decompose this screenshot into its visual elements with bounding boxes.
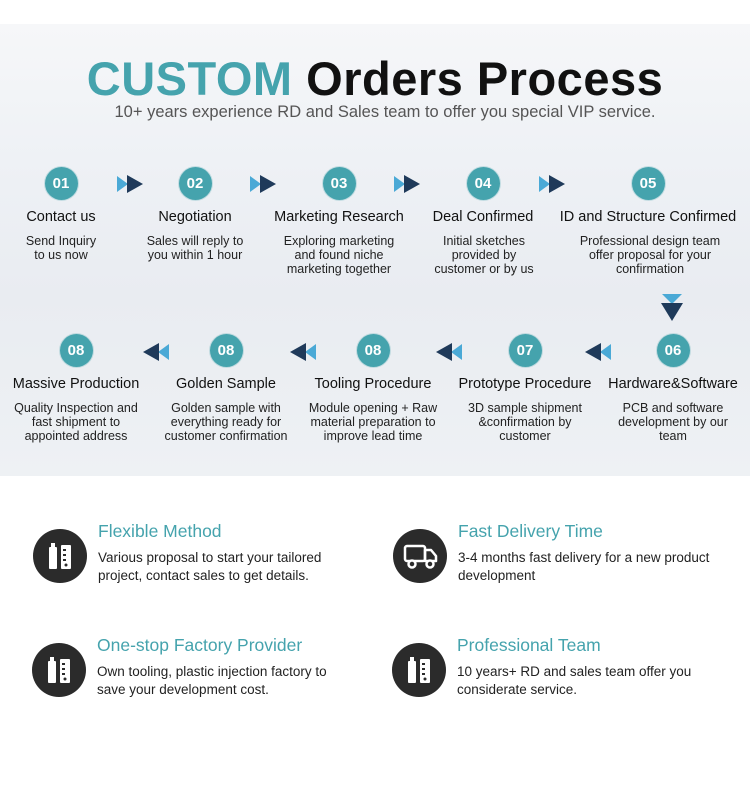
benefit-one-stop-factory: One-stop Factory Provider Own tooling, p… xyxy=(32,635,372,703)
step-desc: Sales will reply to you within 1 hour xyxy=(146,234,244,262)
step-name: Marketing Research xyxy=(274,209,404,225)
arrow-left-icon xyxy=(436,343,462,361)
step-hardware-software: 06 Hardware&Software PCB and software de… xyxy=(604,334,742,443)
tools-icon xyxy=(32,643,86,697)
step-number-badge: 07 xyxy=(508,334,542,367)
arrow-right-icon xyxy=(394,175,420,193)
step-id-structure-confirmed: 05 ID and Structure Confirmed Profession… xyxy=(558,167,738,276)
step-number-badge: 08 xyxy=(209,334,243,367)
step-desc: Quality Inspection and fast shipment to … xyxy=(14,401,138,443)
benefit-desc: Own tooling, plastic injection factory t… xyxy=(97,664,327,697)
step-desc: Initial sketches provided by customer or… xyxy=(434,234,534,276)
title-accent: CUSTOM xyxy=(86,52,293,105)
step-desc: Golden sample with everything ready for … xyxy=(164,401,288,443)
step-name: Massive Production xyxy=(12,376,140,392)
step-contact-us: 01 Contact us Send Inquiry to us now xyxy=(11,167,111,262)
step-number-badge: 08 xyxy=(356,334,390,367)
step-prototype-procedure: 07 Prototype Procedure 3D sample shipmen… xyxy=(454,334,596,443)
step-deal-confirmed: 04 Deal Confirmed Initial sketches provi… xyxy=(428,167,538,276)
benefit-title: Fast Delivery Time xyxy=(458,521,603,541)
step-name: Golden Sample xyxy=(176,376,276,392)
step-marketing-research: 03 Marketing Research Exploring marketin… xyxy=(268,167,410,276)
step-number-badge: 03 xyxy=(322,167,356,200)
step-desc: Module opening + Raw material preparatio… xyxy=(308,401,438,443)
arrow-right-icon xyxy=(117,175,143,193)
step-desc: 3D sample shipment &confirmation by cust… xyxy=(468,401,582,443)
arrow-left-icon xyxy=(143,343,169,361)
step-name: Prototype Procedure xyxy=(458,376,592,392)
benefit-title: One-stop Factory Provider xyxy=(97,635,303,655)
step-name: Deal Confirmed xyxy=(432,209,534,225)
step-number-badge: 05 xyxy=(631,167,665,200)
benefit-desc: 10 years+ RD and sales team offer you co… xyxy=(457,664,692,697)
step-name: Negotiation xyxy=(158,209,232,225)
benefit-flexible-method: Flexible Method Various proposal to star… xyxy=(33,521,353,589)
benefit-desc: Various proposal to start your tailored … xyxy=(98,550,322,583)
arrow-down-icon xyxy=(661,294,683,321)
benefit-title: Flexible Method xyxy=(98,521,222,541)
title-rest: Orders Process xyxy=(306,52,664,105)
tools-icon xyxy=(33,529,87,583)
step-golden-sample: 08 Golden Sample Golden sample with ever… xyxy=(154,334,298,443)
benefit-title: Professional Team xyxy=(457,635,601,655)
delivery-truck-icon xyxy=(393,529,447,583)
arrow-right-icon xyxy=(539,175,565,193)
step-desc: Professional design team offer proposal … xyxy=(579,234,721,276)
arrow-left-icon xyxy=(290,343,316,361)
arrow-left-icon xyxy=(585,343,611,361)
process-panel xyxy=(0,24,750,476)
step-number-badge: 04 xyxy=(466,167,500,200)
arrow-right-icon xyxy=(250,175,276,193)
step-tooling-procedure: 08 Tooling Procedure Module opening + Ra… xyxy=(300,334,446,443)
tools-icon xyxy=(392,643,446,697)
step-number-badge: 02 xyxy=(178,167,212,200)
benefit-desc: 3-4 months fast delivery for a new produ… xyxy=(458,550,710,583)
step-number-badge: 08 xyxy=(59,334,93,367)
step-desc: PCB and software development by our team xyxy=(618,401,728,443)
step-negotiation: 02 Negotiation Sales will reply to you w… xyxy=(139,167,251,262)
step-name: Hardware&Software xyxy=(608,376,738,392)
page-title: CUSTOM Orders Process xyxy=(0,53,750,105)
benefit-professional-team: Professional Team 10 years+ RD and sales… xyxy=(392,635,732,703)
page-subtitle: 10+ years experience RD and Sales team t… xyxy=(114,103,656,121)
step-number-badge: 01 xyxy=(44,167,78,200)
step-number-badge: 06 xyxy=(656,334,690,367)
benefit-fast-delivery: Fast Delivery Time 3-4 months fast deliv… xyxy=(393,521,733,589)
step-name: Contact us xyxy=(26,209,96,225)
step-massive-production: 08 Massive Production Quality Inspection… xyxy=(4,334,148,443)
step-name: ID and Structure Confirmed xyxy=(559,209,737,225)
step-desc: Exploring marketing and found niche mark… xyxy=(283,234,395,276)
step-desc: Send Inquiry to us now xyxy=(25,234,97,262)
step-name: Tooling Procedure xyxy=(314,376,432,392)
